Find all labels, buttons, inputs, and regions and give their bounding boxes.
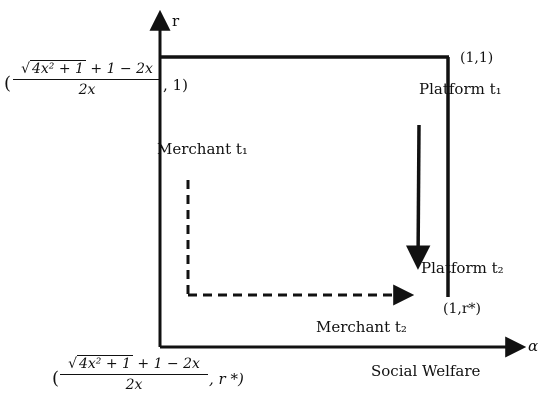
top-left-numerator-rest: + 1 − 2x [85, 61, 153, 77]
merchant-t2-label: Merchant t₂ [316, 318, 407, 336]
top-left-numerator: √4x² + 1 + 1 − 2x [13, 60, 161, 80]
social-welfare-label: Social Welfare [371, 362, 481, 380]
bottom-left-open-paren: ( [52, 368, 60, 389]
top-left-fraction: √4x² + 1 + 1 − 2x 2x [13, 60, 161, 98]
bottom-left-numerator-rest: + 1 − 2x [132, 356, 200, 372]
merchant-t1-label: Merchant t₁ [157, 140, 248, 158]
bottom-left-tail: , r *) [209, 370, 244, 388]
x-axis-label: α [528, 337, 539, 355]
platform-arrow [405, 124, 431, 270]
top-left-denominator: 2x [78, 82, 96, 98]
bottom-left-sqrt-radicand: 4x² + 1 [76, 355, 133, 372]
y-axis-label: r [172, 12, 180, 30]
platform-t1-label: Platform t₁ [419, 80, 502, 98]
top-left-open-paren: ( [4, 73, 12, 94]
top-left-tail: , 1) [163, 76, 188, 94]
bottom-left-denominator: 2x [125, 377, 143, 393]
bottom-left-fraction: √4x² + 1 + 1 − 2x 2x [60, 355, 208, 393]
point-label-top-right: (1,1) [460, 50, 494, 66]
top-left-sqrt-radicand: 4x² + 1 [29, 60, 86, 77]
point-label-bottom-right: (1,r*) [443, 301, 481, 317]
platform-t2-label: Platform t₂ [421, 259, 504, 277]
bottom-left-numerator: √4x² + 1 + 1 − 2x [60, 355, 208, 375]
